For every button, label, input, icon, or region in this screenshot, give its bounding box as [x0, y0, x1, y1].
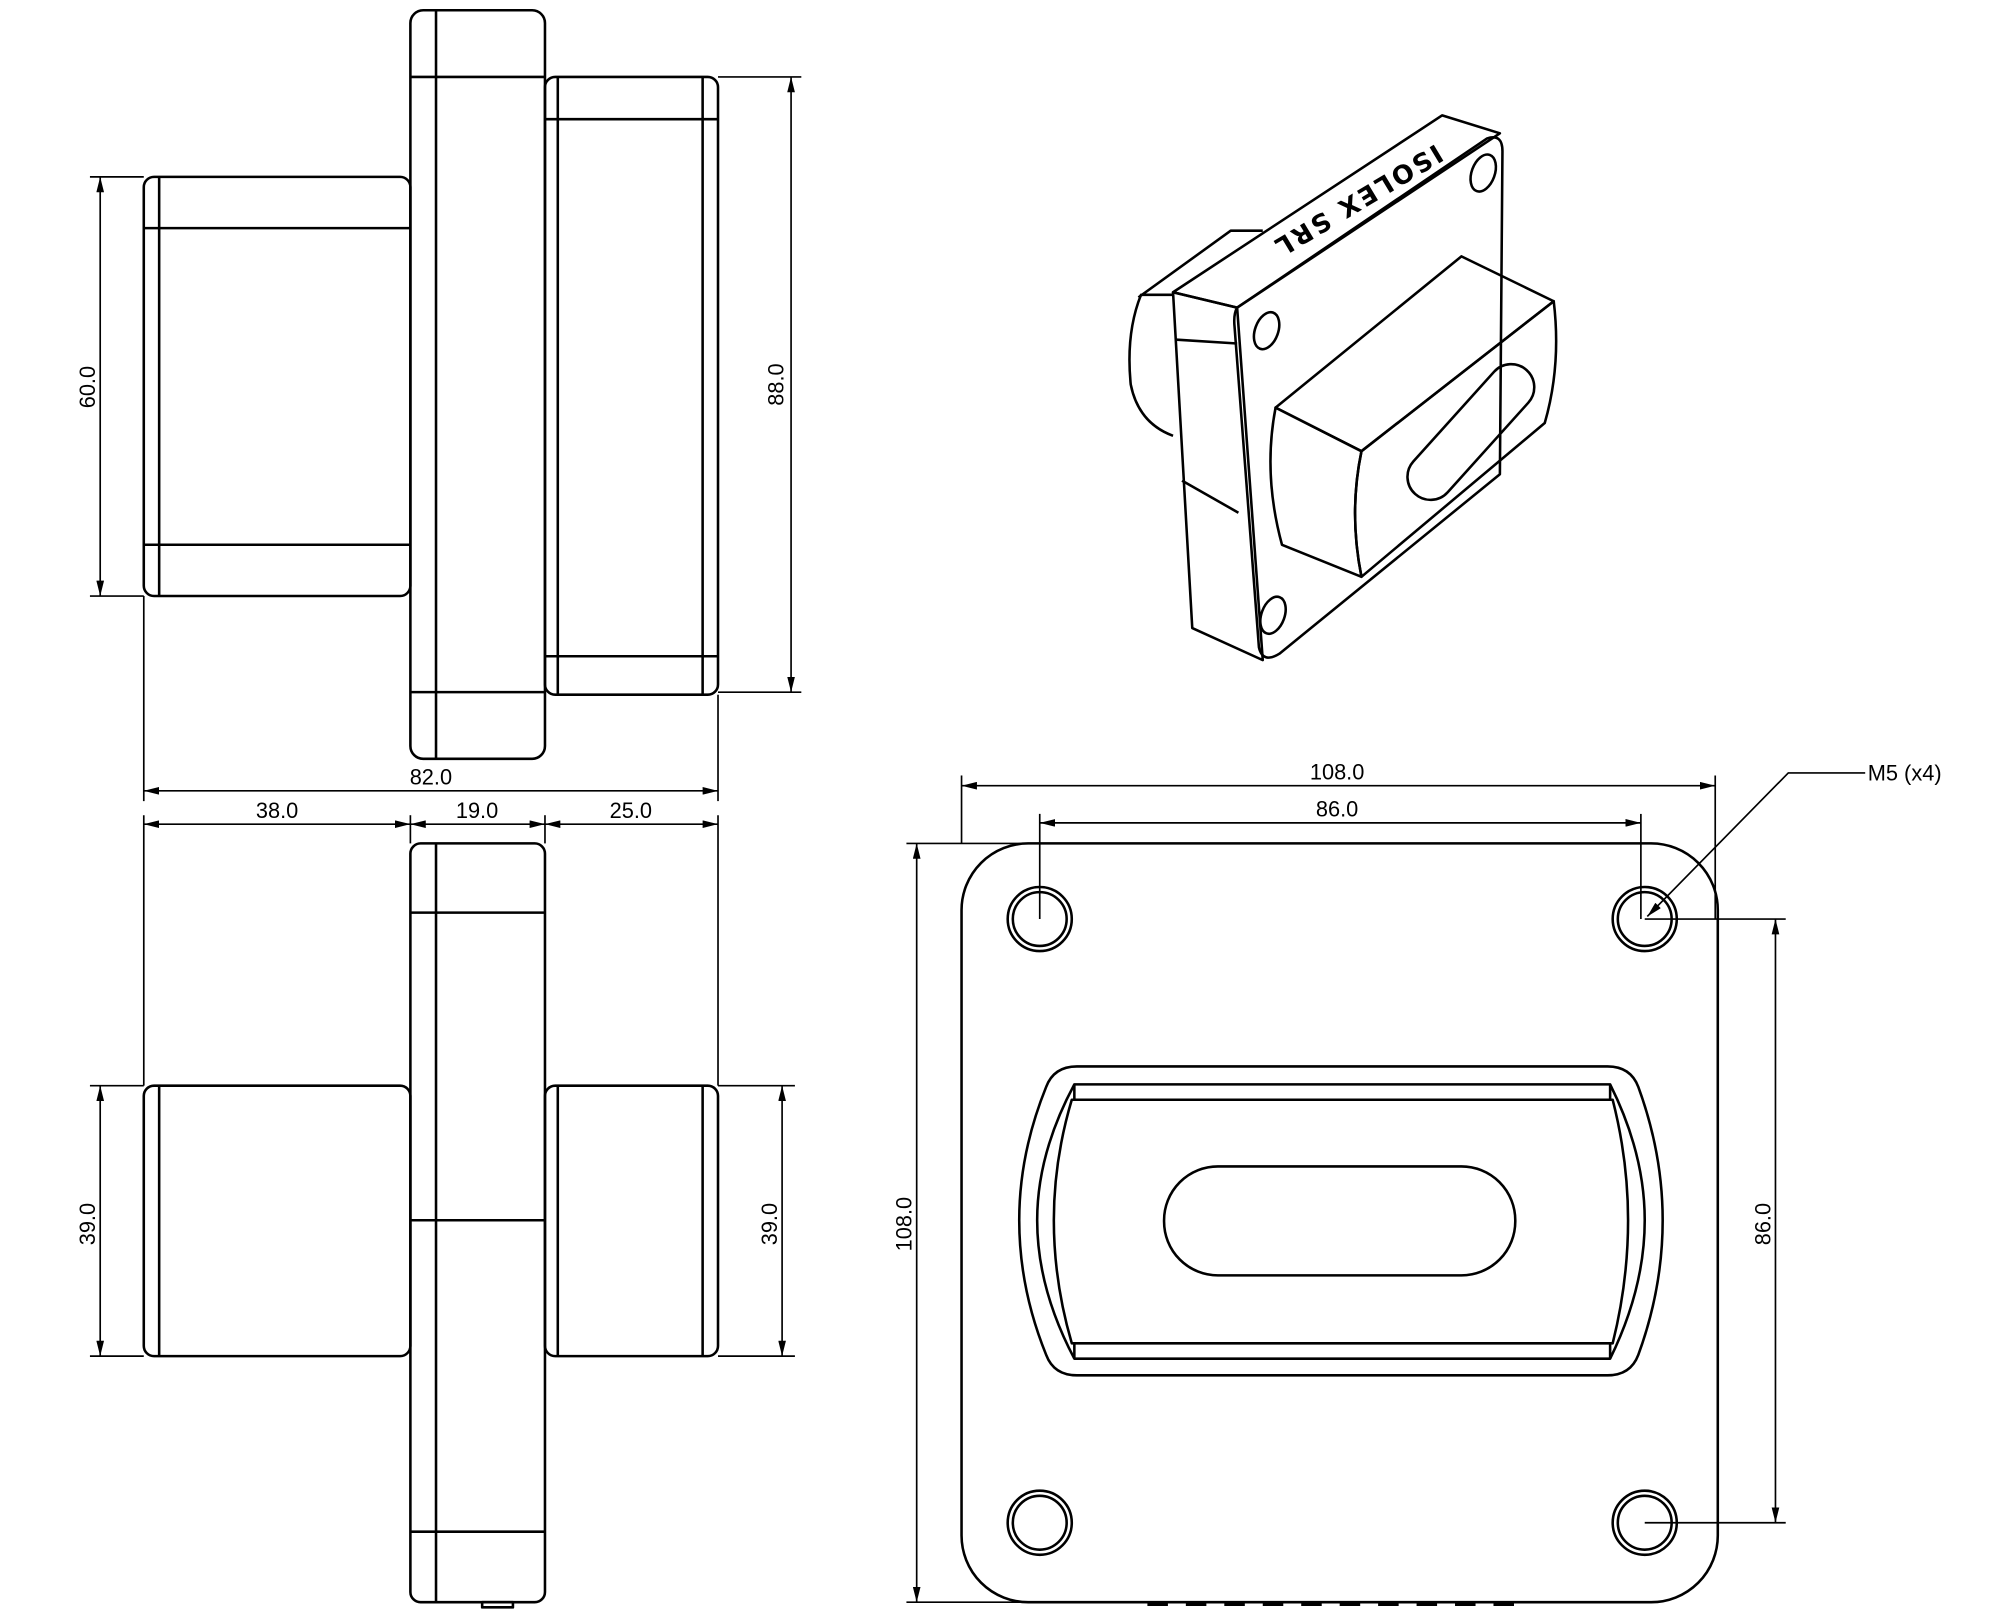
dim-39-right: 39.0: [757, 1203, 782, 1245]
dim-19: 19.0: [456, 798, 498, 823]
left-boss: [142, 1084, 412, 1358]
flange-outline: [409, 8, 547, 761]
engraving-text: ISOLEX SRL: [1267, 138, 1447, 263]
flange-front-face: [1232, 136, 1504, 659]
left-boss: [142, 175, 412, 598]
dim-82: 82.0: [410, 764, 452, 789]
mounting-holes: [1006, 885, 1679, 1557]
right-boss: [543, 1084, 720, 1358]
slot: [1162, 1165, 1517, 1277]
rear-boss: [1128, 293, 1174, 438]
dim-39-left: 39.0: [75, 1203, 100, 1245]
front-view: 108.0 86.0 108.0 86.0 M5 (x4): [892, 759, 1942, 1607]
dim-25: 25.0: [610, 798, 652, 823]
dim-86-spacing-y: 86.0: [1750, 1203, 1775, 1245]
side-view-bottom: 38.0 19.0 25.0 39.0 39.0: [75, 798, 795, 1609]
boss-front-face: [1269, 406, 1363, 579]
right-boss: [543, 75, 720, 696]
dim-88: 88.0: [763, 363, 788, 405]
dim-60: 60.0: [75, 366, 100, 408]
dim-38: 38.0: [256, 798, 298, 823]
flange-side-face: [1171, 290, 1265, 662]
flange-outline: [409, 842, 547, 1604]
dim-86-spacing-x: 86.0: [1316, 796, 1358, 821]
dim-108-width: 108.0: [1310, 759, 1365, 784]
dim-108-height: 108.0: [892, 1197, 917, 1252]
isometric-view: ISOLEX SRL: [1128, 114, 1558, 662]
boss-outline: [1017, 1065, 1664, 1377]
iso-slot: [1406, 362, 1536, 502]
boss-right-face: [1353, 299, 1558, 579]
flange-face: [960, 842, 1720, 1604]
side-view-top: 60.0 88.0 82.0: [75, 8, 802, 802]
hole-callout: M5 (x4): [1868, 761, 1942, 786]
